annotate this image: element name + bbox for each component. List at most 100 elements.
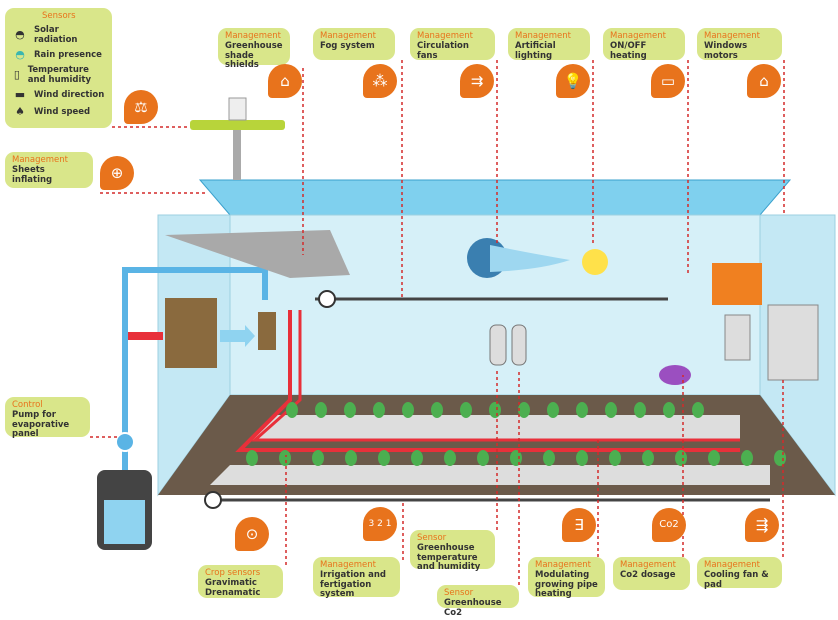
- co2-blower: [659, 365, 691, 385]
- temp-humidity-sensor: [489, 324, 507, 366]
- heater-icon: ▭: [651, 64, 685, 98]
- air-flow: [490, 245, 570, 272]
- callout-text: Cooling fan & pad: [704, 569, 769, 590]
- heating-pipe: [235, 310, 740, 452]
- sensor-label: Temperature and humidity: [27, 64, 92, 85]
- cooling-fan-pad-icon: ⇶: [745, 508, 779, 542]
- weather-station-icon: ⚖: [124, 90, 158, 124]
- plant: [489, 402, 501, 418]
- callout-text: Greenhouse Co2: [444, 597, 502, 618]
- plant: [411, 450, 423, 466]
- fog-valve-icon: [318, 290, 336, 308]
- callout-text: ON/OFF heating: [610, 40, 647, 61]
- evaporative-pad: [165, 298, 217, 368]
- callout-title: Management: [320, 31, 376, 41]
- plant: [286, 402, 298, 418]
- plant: [477, 450, 489, 466]
- plant: [444, 450, 456, 466]
- cool-air-arrow: [220, 325, 255, 347]
- crop-sensor-icon: ⊙: [235, 517, 269, 551]
- plant: [675, 450, 687, 466]
- sensor-item: ▬Wind direction: [12, 89, 105, 102]
- plant: [345, 450, 357, 466]
- callout-title: Sensor: [444, 588, 474, 598]
- plant: [774, 450, 786, 466]
- callout-title: Management: [704, 560, 760, 570]
- evaporative-water-pipe: [122, 267, 268, 520]
- plant: [431, 402, 443, 418]
- callout-title: Management: [704, 31, 760, 41]
- plant: [246, 450, 258, 466]
- weather-temp-sensor: [228, 97, 247, 121]
- plant: [543, 450, 555, 466]
- callout-title: Management: [225, 31, 281, 41]
- shade-icon: ⌂: [268, 64, 302, 98]
- roof: [198, 179, 792, 216]
- solar-radiation-sensor-icon: ◓: [15, 28, 25, 42]
- plant: [315, 402, 327, 418]
- sensor-item: ◓ Rain presence: [12, 49, 105, 62]
- callout-text: Greenhouse shade shields: [225, 40, 283, 71]
- callout-text: Fog system: [320, 40, 375, 51]
- window-icon: ⌂: [747, 64, 781, 98]
- exhaust-fan-large: [767, 304, 819, 381]
- plant: [576, 450, 588, 466]
- plant: [642, 450, 654, 466]
- callout-title: Management: [535, 560, 591, 570]
- sensor-item: ♠Wind speed: [12, 105, 105, 119]
- plant: [279, 450, 291, 466]
- callout-title: Management: [12, 155, 68, 165]
- temperature-humidity-sensor-icon: ▯: [13, 68, 20, 82]
- callout-text: Modulating growing pipe heating: [535, 569, 598, 600]
- callout-title: Management: [417, 31, 473, 41]
- callout-text: Pump for evaporative panel: [12, 409, 70, 440]
- sensors-title: Sensors: [42, 11, 76, 21]
- plant: [605, 402, 617, 418]
- sensor-label: Solar radiation: [33, 24, 78, 45]
- irrigation-icon: 3 2 1: [363, 507, 397, 541]
- callout-title: Management: [610, 31, 666, 41]
- plant: [344, 402, 356, 418]
- plant: [576, 402, 588, 418]
- callout-text: Sheets inflating: [12, 164, 53, 185]
- callout-text: Gravimatic Drenamatic: [205, 577, 261, 598]
- plant: [402, 402, 414, 418]
- rain-sensor-icon: ◓: [15, 48, 25, 62]
- callout-title: Sensor: [417, 533, 447, 543]
- sensors-callout: Sensors ◓Solar radiation ◓Rain presence …: [5, 8, 112, 128]
- callout-title: Management: [620, 560, 676, 570]
- plant: [373, 402, 385, 418]
- plant: [312, 450, 324, 466]
- co2-sensor: [511, 324, 527, 366]
- plants: [246, 402, 786, 466]
- plant: [692, 402, 704, 418]
- heater: [712, 263, 762, 305]
- sheets-inflating-icon: ⊕: [100, 156, 134, 190]
- sensor-item: ◓ Solar radiation: [12, 24, 105, 46]
- hot-air-arrow: [128, 332, 163, 340]
- callout-text: Greenhouse temperature and humidity: [417, 542, 481, 573]
- evaporative-pad-inner: [258, 312, 276, 350]
- callout-text: Irrigation and fertigation system: [320, 569, 386, 600]
- sensor-label: Rain presence: [34, 49, 102, 60]
- plant: [378, 450, 390, 466]
- sensor-item: ▯ Temperature and humidity: [12, 64, 105, 86]
- sensor-label: Wind speed: [34, 106, 91, 117]
- co2-dosage-icon: Co2: [652, 508, 686, 542]
- callout-title: Crop sensors: [205, 568, 261, 578]
- callout-text: Artificial lighting: [515, 40, 556, 61]
- irrigation-valve-icon: [204, 491, 222, 509]
- plant: [741, 450, 753, 466]
- plant: [510, 450, 522, 466]
